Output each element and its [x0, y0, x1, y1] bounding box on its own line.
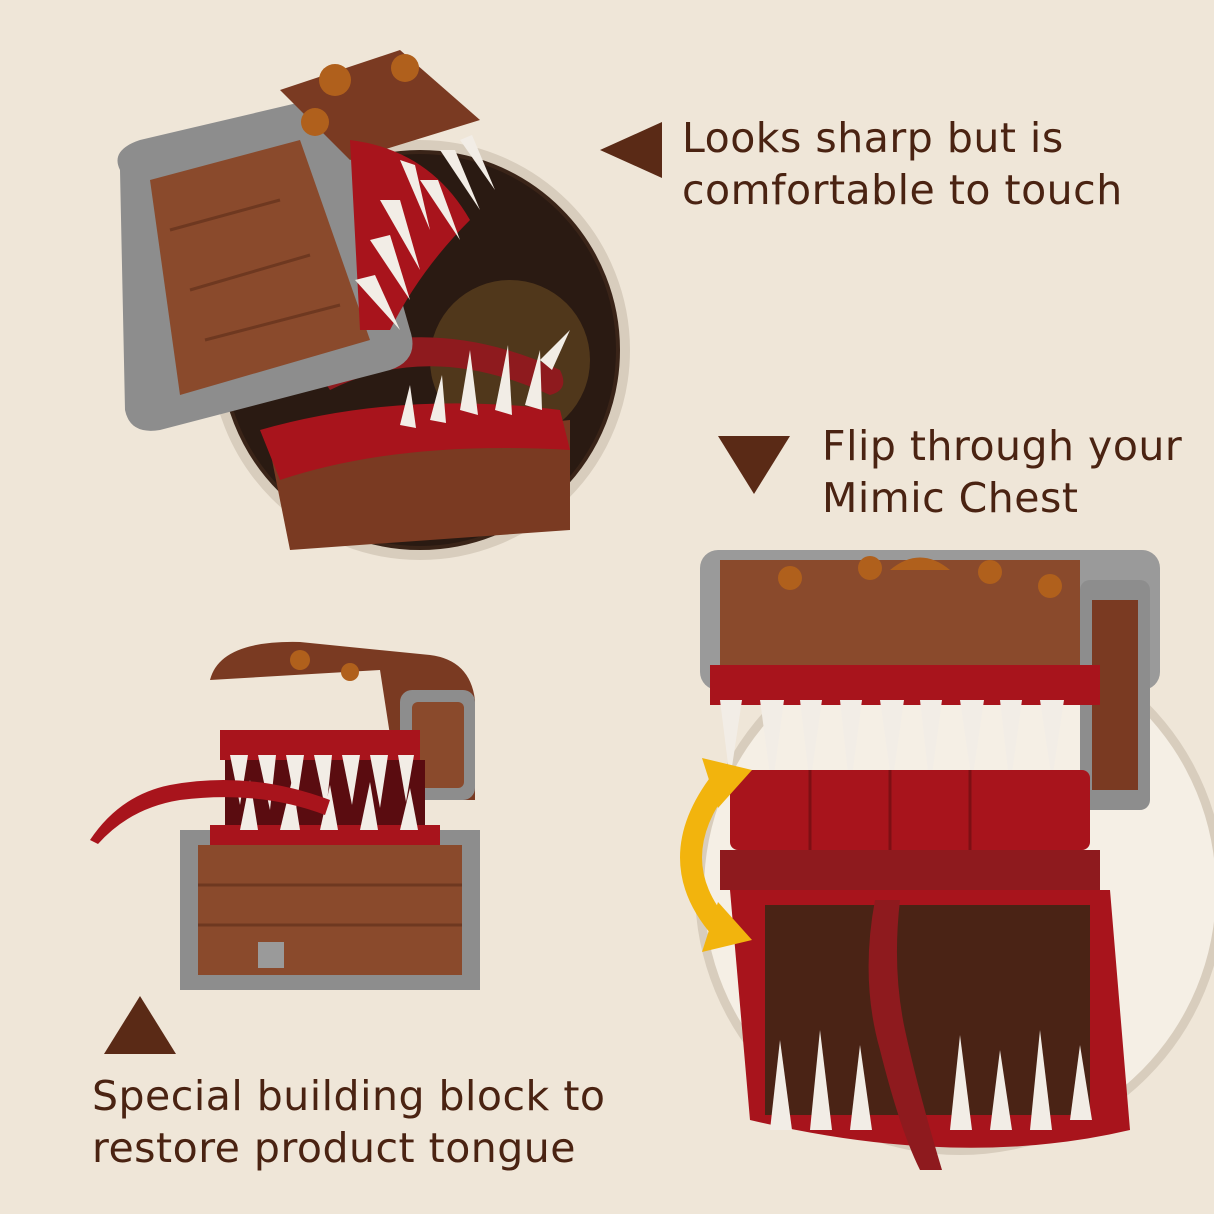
caption-flip-chest: Flip through your Mimic Chest	[822, 420, 1182, 524]
caption-special-block: Special building block to restore produc…	[92, 1070, 606, 1174]
caption-line: Mimic Chest	[822, 474, 1079, 522]
caption-line: Flip through your	[822, 422, 1183, 470]
caption-line: restore product tongue	[92, 1124, 577, 1172]
caption-line: Special building block to	[92, 1072, 606, 1120]
double-curved-arrow-icon	[680, 758, 752, 952]
flip-mechanism-image	[680, 550, 1214, 1170]
triangle-left-icon	[600, 122, 662, 178]
caption-line: comfortable to touch	[682, 166, 1123, 214]
caption-sharp-comfortable: Looks sharp but is comfortable to touch	[682, 112, 1123, 216]
triangle-up-icon	[104, 996, 176, 1054]
closeup-mimic-image	[117, 50, 630, 560]
caption-line: Looks sharp but is	[682, 114, 1064, 162]
full-mimic-chest-image	[90, 641, 480, 990]
triangle-down-icon	[718, 436, 790, 494]
